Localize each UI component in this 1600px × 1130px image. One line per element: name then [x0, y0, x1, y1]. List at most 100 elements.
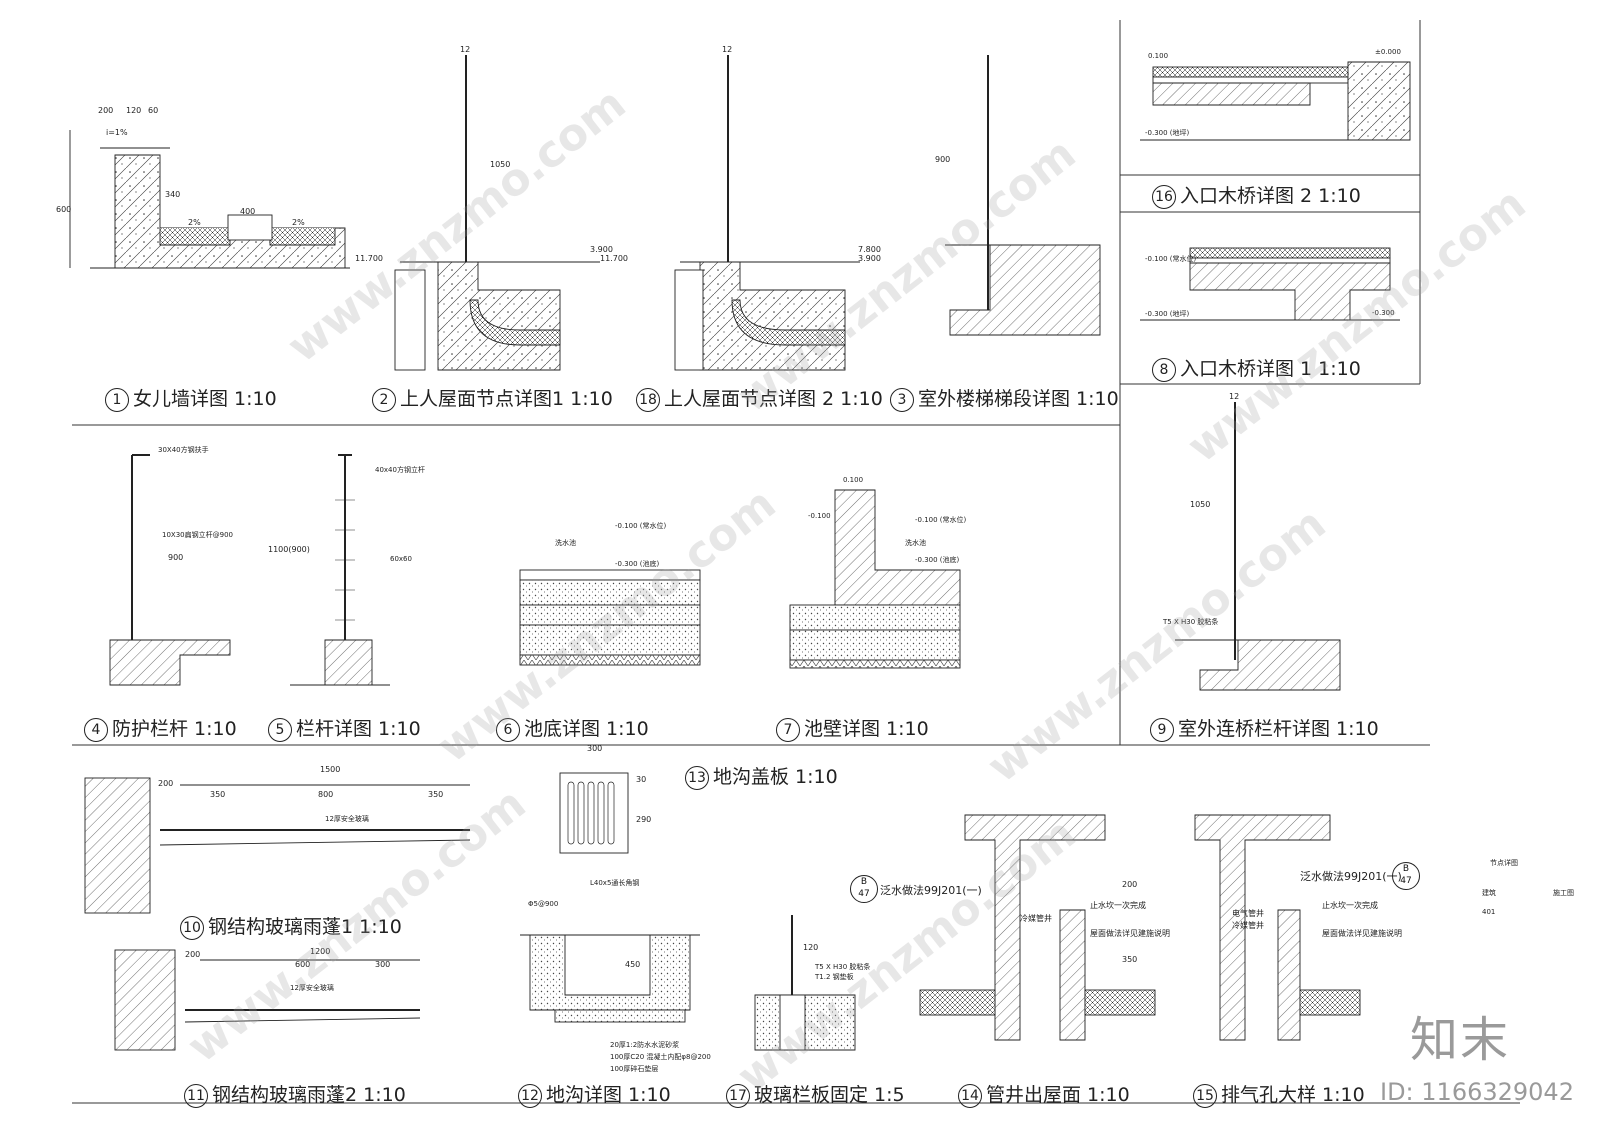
title-block-number: 401 [1482, 908, 1496, 916]
dim-label: 900 [935, 155, 951, 164]
note-label: 40x40方钢立杆 [375, 466, 425, 474]
elevation-label: 3.900 [858, 254, 881, 263]
dim-label: 12 [722, 45, 733, 54]
image-id: ID: 1166329042 [1380, 1078, 1574, 1106]
dim-label: i=1% [106, 128, 128, 137]
dim-label: 400 [240, 207, 256, 216]
dim-label: 350 [428, 790, 444, 799]
note-label: T5 X H30 胶粘条 [815, 963, 871, 971]
dim-label: 300 [587, 744, 603, 753]
note-label: 泛水做法99J201(一) [1300, 870, 1402, 883]
dim-label: 2% [292, 218, 305, 227]
elevation-label: 0.100 [1148, 52, 1169, 60]
elevation-label: -0.100 (常水位) [615, 522, 667, 530]
title-block-discipline: 建筑 [1482, 889, 1496, 897]
note-label: 洗水池 [555, 539, 576, 547]
dim-label: 450 [625, 960, 641, 969]
title-block-stage: 施工图 [1553, 889, 1574, 897]
elevation-label: -0.300 (池底) [615, 560, 660, 568]
elevation-label: -0.100 [808, 512, 831, 520]
dim-label: 290 [636, 815, 652, 824]
note-label: 泛水做法99J201(一) [880, 884, 982, 897]
note-label: T1.2 钢垫板 [815, 973, 854, 981]
note-label: 冷媒管井 [1020, 914, 1052, 923]
note-label: 止水坎一次完成 [1322, 901, 1378, 910]
note-label: 洗水池 [905, 539, 926, 547]
dim-label: 800 [318, 790, 334, 799]
elevation-label: -0.300 (池底) [915, 556, 960, 564]
note-label: 电气管井 [1232, 909, 1264, 918]
note-label: L40x5通长角钢 [590, 879, 640, 887]
dim-label: 200 [1122, 880, 1138, 889]
note-label: 12厚安全玻璃 [290, 984, 334, 992]
elevation-label: ±0.000 [1375, 48, 1401, 56]
elevation-label: 11.700 [600, 254, 628, 263]
note-label: 止水坎一次完成 [1090, 901, 1146, 910]
dim-label: 340 [165, 190, 181, 199]
dim-label: 600 [56, 205, 72, 214]
dim-label: 1100(900) [268, 545, 310, 554]
dim-label: 30 [636, 775, 647, 784]
note-label: 10X30扁钢立杆@900 [162, 531, 233, 539]
note-label: 12厚安全玻璃 [325, 815, 369, 823]
note-label: 20厚1:2防水水泥砂浆 [610, 1041, 680, 1049]
elevation-label: -0.300 (地坪) [1145, 310, 1190, 318]
dim-label: 300 [375, 960, 391, 969]
dim-label: 12 [460, 45, 471, 54]
dim-label: 1050 [490, 160, 511, 169]
dim-label: 600 [295, 960, 311, 969]
elevation-label: -0.300 (地坪) [1145, 129, 1190, 137]
dim-label: 120 [126, 106, 142, 115]
dim-label: 900 [168, 553, 184, 562]
note-label: 屋面做法详见建施说明 [1090, 929, 1170, 938]
elevation-label: -0.100 (常水位) [1145, 255, 1197, 263]
dim-label: 2% [188, 218, 201, 227]
note-label: 100厚C20 混凝土内配φ8@200 [610, 1053, 711, 1061]
note-label: 60x60 [390, 555, 412, 563]
elevation-label: -0.100 (常水位) [915, 516, 967, 524]
note-label: 屋面做法详见建施说明 [1322, 929, 1402, 938]
dim-label: 350 [210, 790, 226, 799]
elevation-label: 7.800 [858, 245, 881, 254]
dim-label: 60 [148, 106, 159, 115]
dim-label: 1050 [1190, 500, 1211, 509]
note-label: 冷媒管井 [1232, 921, 1264, 930]
dim-label: 200 [158, 779, 174, 788]
dim-label: 12 [1229, 392, 1240, 401]
note-label: Φ5@900 [528, 900, 559, 908]
note-label: T5 X H30 胶粘条 [1163, 618, 1219, 626]
elevation-label: 11.700 [355, 254, 383, 263]
dim-label: 350 [1122, 955, 1138, 964]
elevation-label: 0.100 [843, 476, 864, 484]
title-block-name: 节点详图 [1490, 859, 1518, 867]
note-label: 30X40方钢扶手 [158, 446, 209, 454]
dim-label: 200 [185, 950, 201, 959]
elevation-label: 3.900 [590, 245, 613, 254]
brand-logo: 知末 [1410, 1012, 1511, 1068]
dim-label: 120 [803, 943, 819, 952]
note-label: 100厚碎石垫层 [610, 1065, 659, 1073]
dim-label: 1200 [310, 947, 331, 956]
dim-label: 200 [98, 106, 114, 115]
dim-label: 1500 [320, 765, 341, 774]
